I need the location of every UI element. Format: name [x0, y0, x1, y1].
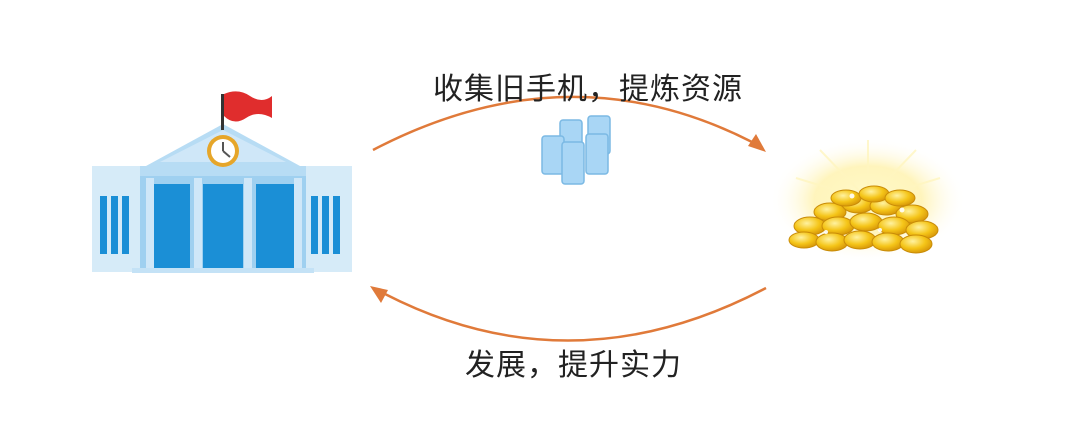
top-flow-label: 收集旧手机，提炼资源 — [433, 72, 743, 107]
top-flow-arrow — [372, 95, 766, 152]
gold-coins-icon — [770, 138, 966, 262]
bottom-flow-label: 发展，提升实力 — [465, 348, 682, 383]
bottom-flow-arrow — [370, 286, 767, 342]
phones-stack-icon — [541, 115, 611, 185]
school-building-icon — [92, 91, 352, 273]
